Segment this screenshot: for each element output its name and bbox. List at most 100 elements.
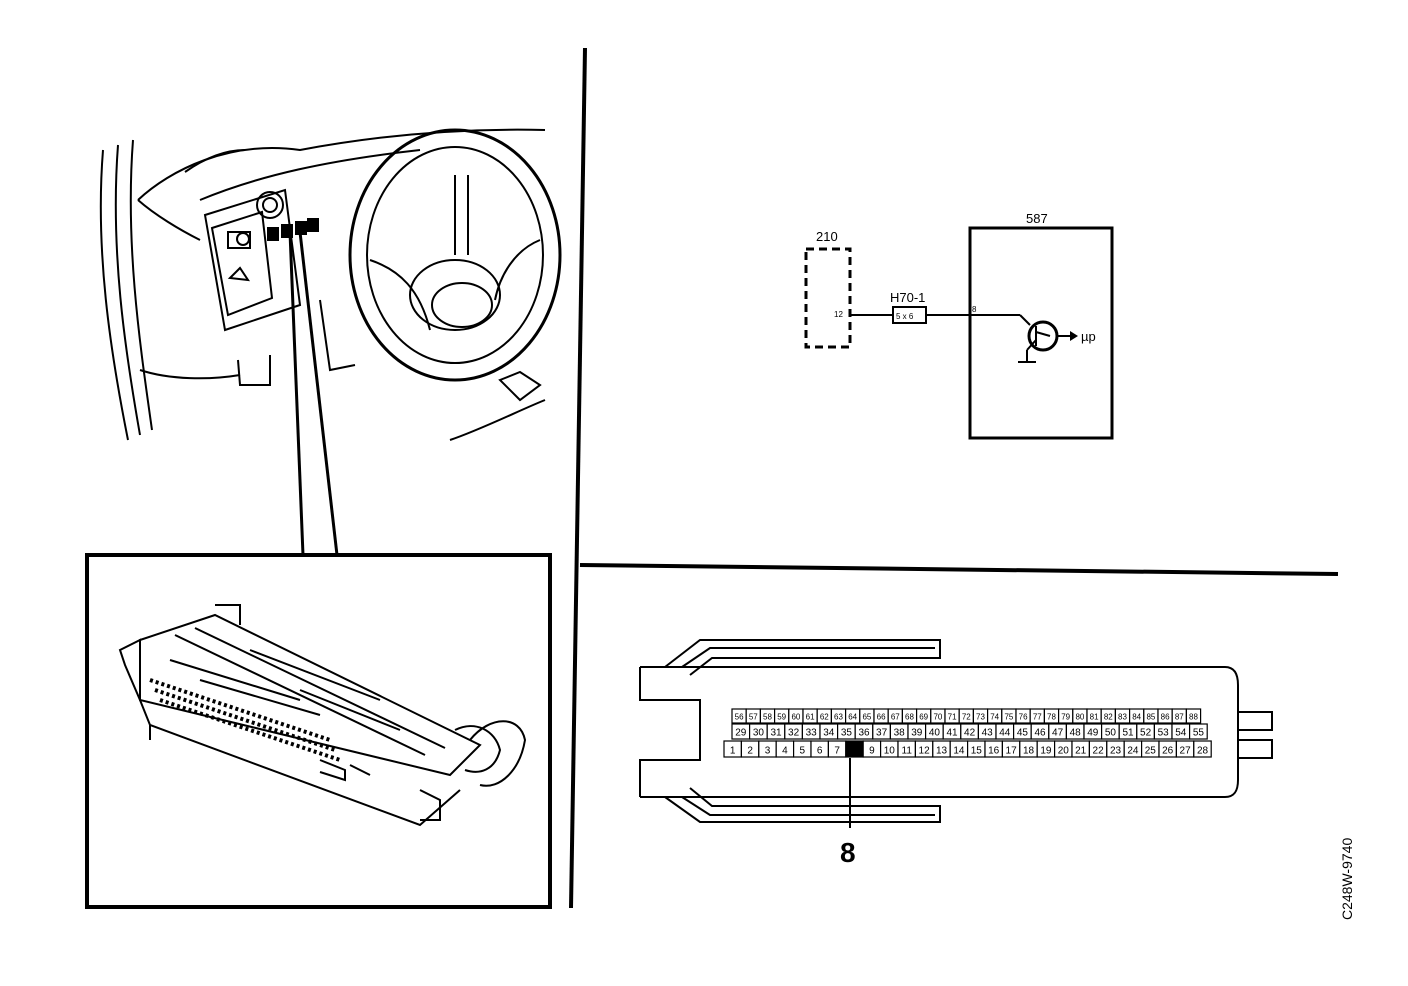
pin-number: 88 <box>1189 713 1198 722</box>
figure-code: C248W-9740 <box>1339 838 1355 920</box>
pin-number: 63 <box>834 713 843 722</box>
pin-number: 1 <box>730 746 736 757</box>
pin-number: 77 <box>1033 713 1042 722</box>
pin-8-callout: 8 <box>840 758 856 868</box>
pin-number: 7 <box>834 746 840 757</box>
pin-number: 16 <box>988 746 1000 757</box>
pin-number: 60 <box>791 713 800 722</box>
output-label: µp <box>1081 329 1096 344</box>
pin-number: 11 <box>902 746 913 757</box>
pin-number: 68 <box>905 713 914 722</box>
connector-label: H70-1 <box>890 290 925 305</box>
pin-number: 4 <box>782 746 788 757</box>
pin-number: 27 <box>1180 746 1192 757</box>
pin-number: 18 <box>1023 746 1035 757</box>
pin-number: 39 <box>911 728 923 739</box>
pin-number: 70 <box>933 713 942 722</box>
pin-number: 3 <box>765 746 771 757</box>
transistor-icon <box>1019 314 1059 352</box>
pin-number: 23 <box>1110 746 1122 757</box>
component-210-label: 210 <box>816 229 838 244</box>
pin-number: 41 <box>946 728 958 739</box>
pin-number: 22 <box>1093 746 1105 757</box>
pin-number: 35 <box>841 728 853 739</box>
pin-number: 14 <box>953 746 965 757</box>
pin-number: 51 <box>1122 728 1134 739</box>
pin-number: 46 <box>1034 728 1046 739</box>
component-587-label: 587 <box>1026 211 1048 226</box>
pin-number: 47 <box>1052 728 1064 739</box>
pin-number: 17 <box>1006 746 1018 757</box>
pin-number: 5 <box>800 746 806 757</box>
dashboard-illustration <box>99 128 562 556</box>
pin-number: 45 <box>1017 728 1029 739</box>
pin-number: 61 <box>806 713 815 722</box>
connector-pins-label: 5 x 6 <box>896 312 914 321</box>
pin-number: 56 <box>735 713 744 722</box>
pin-number: 79 <box>1061 713 1070 722</box>
pin-number: 29 <box>735 728 747 739</box>
pin-number: 58 <box>763 713 772 722</box>
pin-number: 40 <box>929 728 941 739</box>
arrow-icon <box>1057 331 1078 341</box>
pin-number: 76 <box>1019 713 1028 722</box>
pin-number: 15 <box>971 746 983 757</box>
steering-wheel-icon <box>348 128 562 382</box>
component-587-box <box>968 226 1114 440</box>
panel-dividers <box>569 47 1339 909</box>
pin-number: 43 <box>982 728 994 739</box>
pin-number: 87 <box>1175 713 1184 722</box>
pin-number: 30 <box>753 728 765 739</box>
pin-number: 54 <box>1175 728 1187 739</box>
pin-number: 50 <box>1105 728 1117 739</box>
pin-number: 49 <box>1087 728 1099 739</box>
pin-number: 64 <box>848 713 857 722</box>
pin-number: 31 <box>770 728 782 739</box>
pin-8-label: 8 <box>972 305 977 314</box>
pin-number: 74 <box>990 713 999 722</box>
connector-layout <box>639 639 1273 823</box>
pin-number: 33 <box>806 728 818 739</box>
inset-connector <box>85 553 552 909</box>
pin-number: 75 <box>1004 713 1013 722</box>
pin-number: 21 <box>1075 746 1087 757</box>
pin-cell <box>1185 708 1202 724</box>
pin-number: 34 <box>823 728 835 739</box>
pin-12-label: 12 <box>834 310 843 319</box>
pin-number: 81 <box>1090 713 1099 722</box>
pin-number: 67 <box>891 713 900 722</box>
pin-number: 48 <box>1070 728 1082 739</box>
pin-number: 85 <box>1146 713 1155 722</box>
pin-number: 25 <box>1145 746 1157 757</box>
pin-cell <box>1193 740 1212 758</box>
pin-number: 86 <box>1161 713 1170 722</box>
pin-number: 28 <box>1197 746 1209 757</box>
ground-icon <box>1018 350 1036 363</box>
pin-number: 42 <box>964 728 976 739</box>
connector-housing-icon <box>118 604 527 827</box>
component-210-box <box>804 247 852 349</box>
pin-number: 71 <box>948 713 957 722</box>
pin-number: 59 <box>777 713 786 722</box>
pin-number: 82 <box>1104 713 1113 722</box>
pin-number: 84 <box>1132 713 1141 722</box>
schematic: 210 12 H70-1 5 x 6 587 8 µp <box>804 211 1114 440</box>
pin-number: 83 <box>1118 713 1127 722</box>
pin-number: 57 <box>749 713 758 722</box>
callout-label: 8 <box>840 837 856 868</box>
pin-number: 26 <box>1162 746 1174 757</box>
pin-number: 44 <box>999 728 1011 739</box>
pin-number: 6 <box>817 746 823 757</box>
pin-number: 10 <box>884 746 896 757</box>
pin-number: 73 <box>976 713 985 722</box>
pin-number: 8 <box>852 746 858 757</box>
pin-number: 53 <box>1158 728 1170 739</box>
pin-number: 55 <box>1193 728 1205 739</box>
pin-number: 12 <box>919 746 931 757</box>
pin-number: 20 <box>1058 746 1070 757</box>
pin-number: 72 <box>962 713 971 722</box>
pin-number: 80 <box>1075 713 1084 722</box>
pin-number: 37 <box>876 728 888 739</box>
